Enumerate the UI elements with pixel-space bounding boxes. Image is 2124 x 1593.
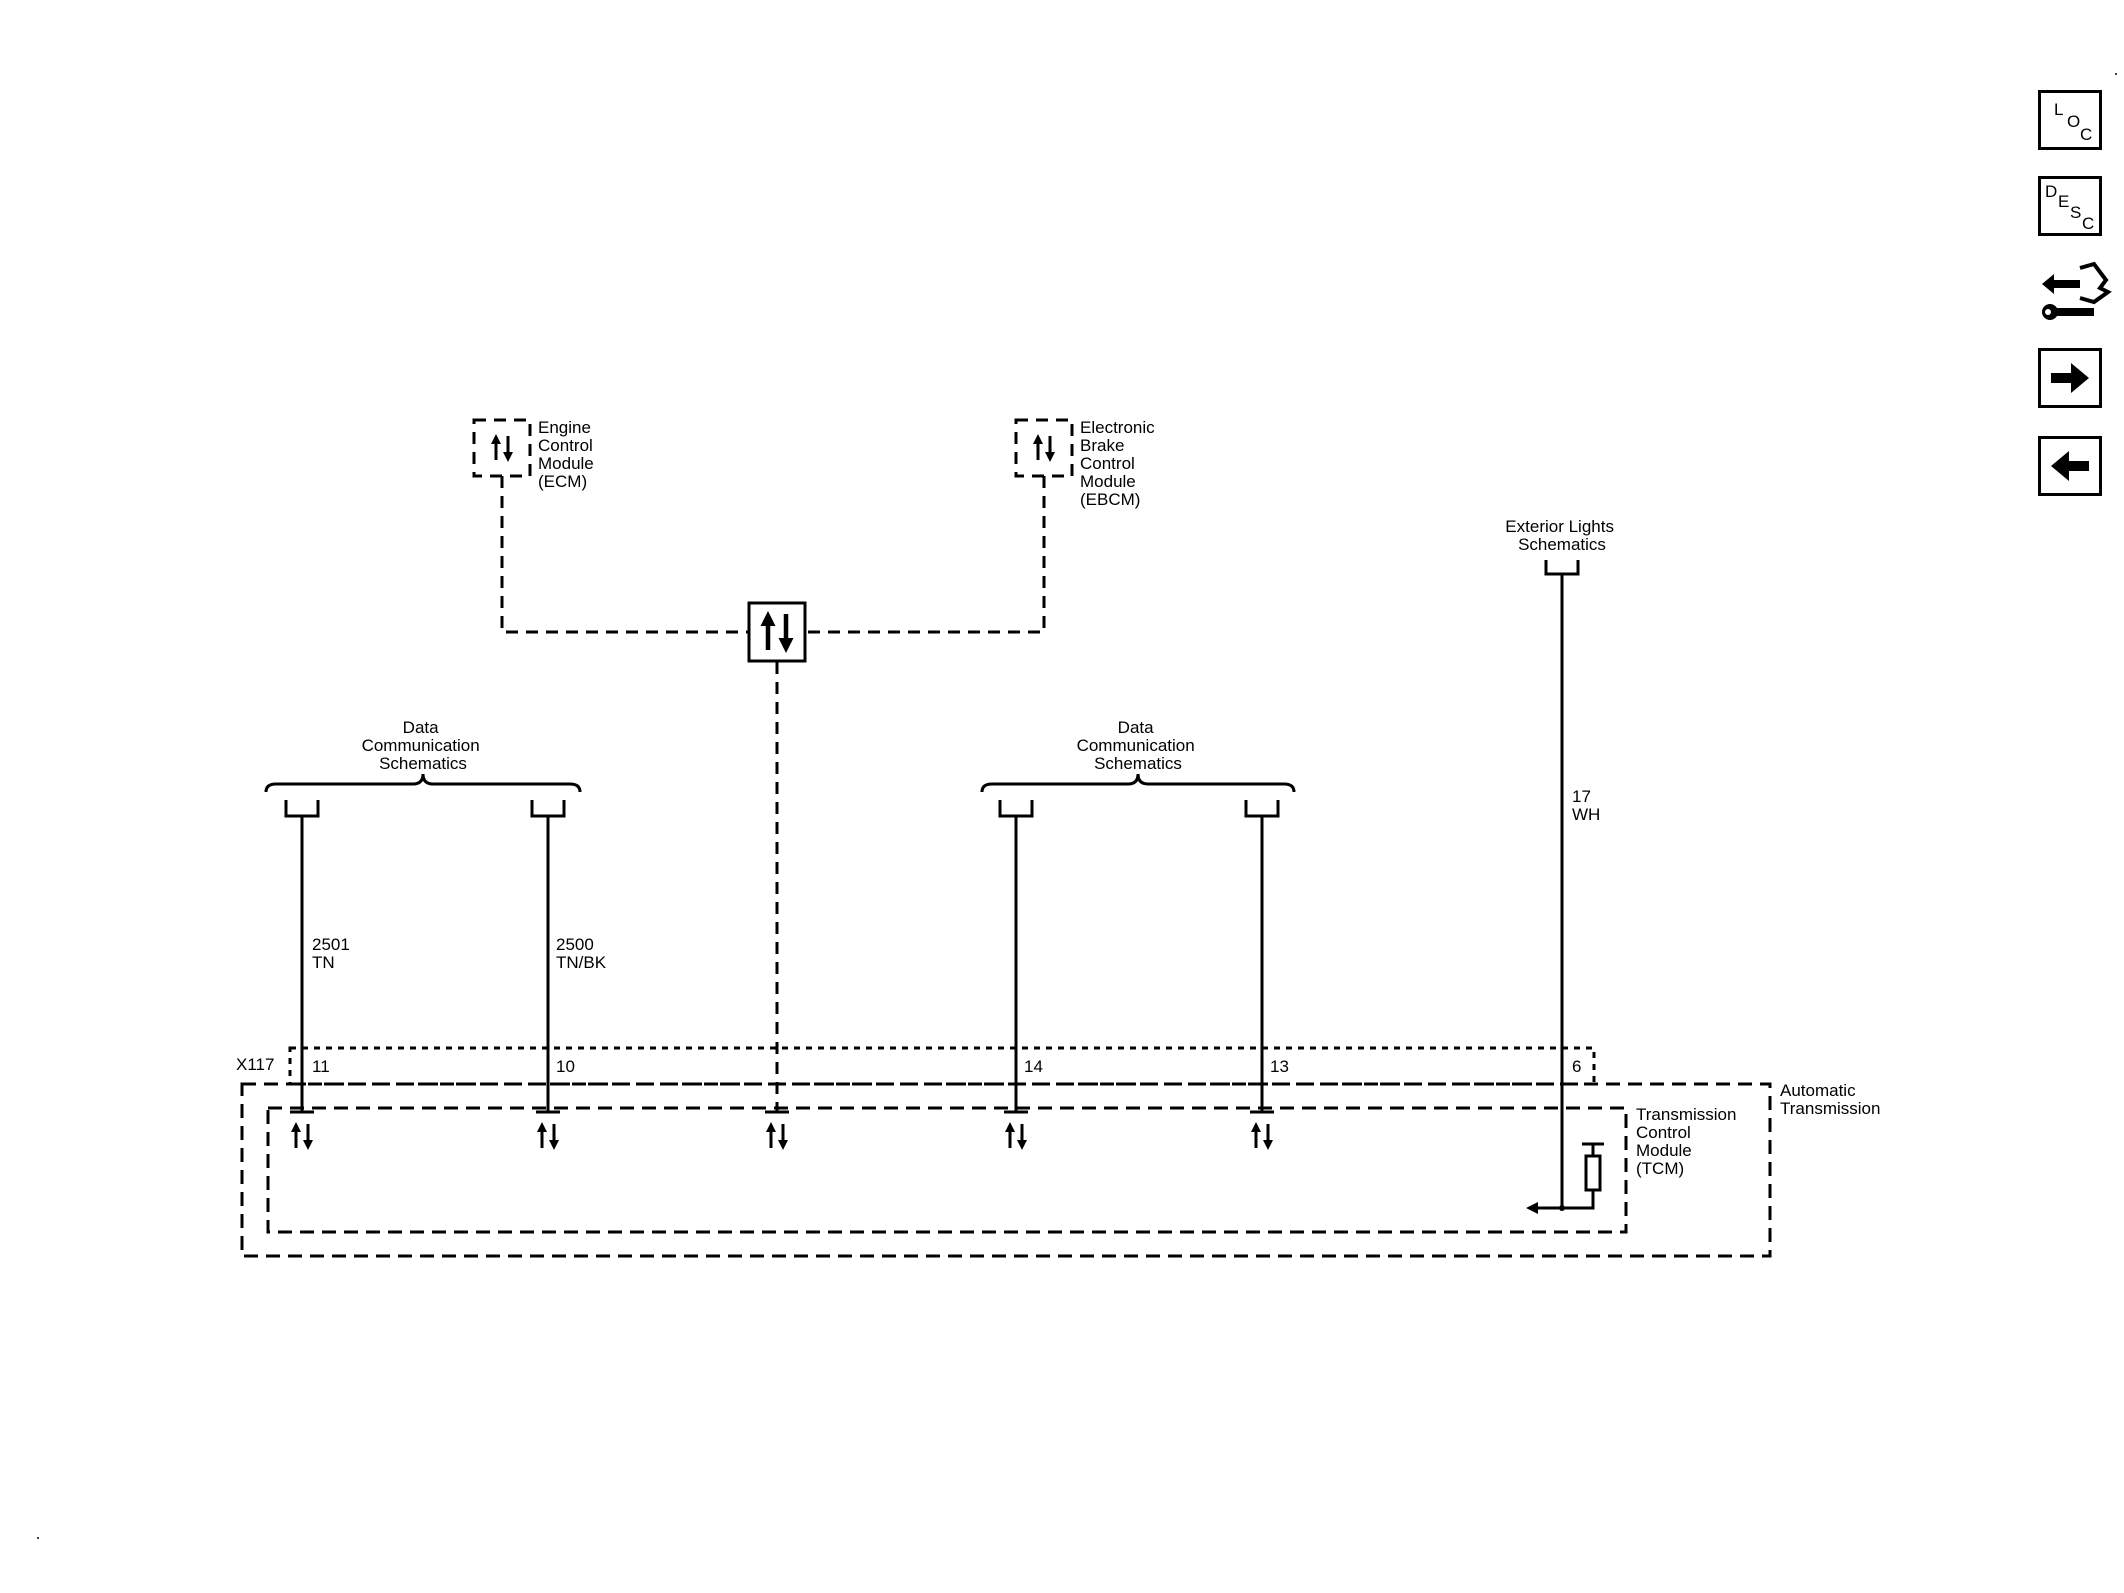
desc-button[interactable]: D E S C [2038,176,2102,236]
serial-data-icon [764,1120,790,1152]
network-splice [747,601,807,663]
connector-id: X117 [236,1055,274,1074]
previous-button[interactable] [2038,436,2102,496]
connector-tool-button[interactable] [2036,254,2112,326]
pin-label: 13 [1270,1057,1289,1076]
ecm-module: Engine Control Module (ECM) [472,418,599,491]
serial-data-icon [1031,432,1057,464]
arrow-left-icon [2051,451,2089,481]
serial-data-icon [1249,1120,1275,1152]
serial-data-icon [1003,1120,1029,1152]
serial-data-icon [289,1120,315,1152]
serial-data-icon [535,1120,561,1152]
data-comm-label: Data Communication Schematics [1077,718,1200,773]
assembly-label: Automatic Transmission [1780,1081,1880,1118]
arrow-right-icon [2051,363,2089,393]
circuit-2501-label: 2501 TN [312,935,355,972]
circuit-17-label: 17 WH [1572,787,1600,824]
tcm-module: Transmission Control Module (TCM) [266,1105,1741,1234]
pin-label: 14 [1024,1057,1043,1076]
corner-mark [2115,73,2117,75]
data-comm-reference-left: Data Communication Schematics [264,718,582,818]
next-button[interactable] [2038,348,2102,408]
connector-x117: X117 11 10 14 13 6 [236,1046,1596,1086]
ebcm-label: Electronic Brake Control Module (EBCM) [1080,418,1159,509]
tcm-label: Transmission Control Module (TCM) [1636,1105,1741,1178]
data-comm-label: Data Communication Schematics [362,718,485,773]
serial-data-network [500,476,1046,1112]
input-arrow-icon [1526,1202,1538,1214]
pin-label: 6 [1572,1057,1581,1076]
wires [300,574,1564,1208]
data-comm-reference-right: Data Communication Schematics [980,718,1296,818]
corner-mark [37,1537,39,1539]
splice-dot [1559,1205,1565,1211]
ecm-label: Engine Control Module (ECM) [538,418,599,491]
circuit-2500-label: 2500 TN/BK [556,935,607,972]
connector-tool-icon [2042,261,2112,320]
automatic-transmission-assembly: Automatic Transmission [240,1081,1880,1258]
exterior-lights-reference: Exterior Lights Schematics [1505,517,1618,576]
pin-label: 10 [556,1057,575,1076]
ebcm-module: Electronic Brake Control Module (EBCM) [1014,418,1159,509]
loc-button[interactable]: L O C [2038,90,2102,150]
exterior-lights-label: Exterior Lights Schematics [1505,517,1618,554]
resistor-icon [1536,1142,1604,1210]
pin-label: 11 [312,1057,330,1076]
serial-data-icon [489,432,515,464]
